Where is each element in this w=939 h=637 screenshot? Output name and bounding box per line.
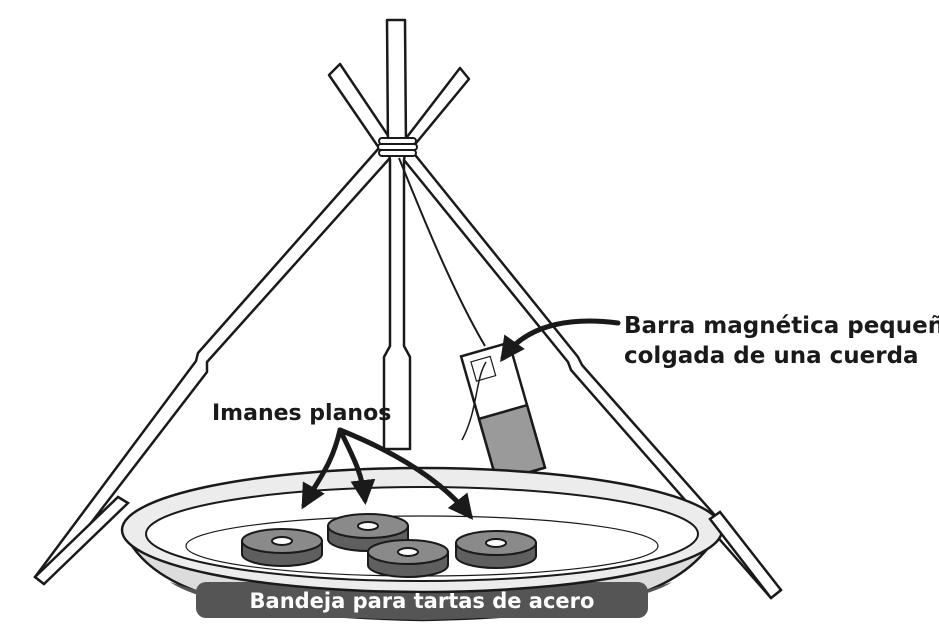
arrow-to-flat-magnet-2 bbox=[337, 427, 376, 505]
tripod-right-foot bbox=[708, 510, 783, 600]
tripod-rope-tie bbox=[377, 137, 418, 157]
arrow-to-flat-magnet-1 bbox=[301, 427, 343, 510]
tripod-left-foot bbox=[33, 495, 131, 586]
flat-magnet-3 bbox=[367, 539, 449, 578]
flat-magnet-2 bbox=[327, 513, 409, 552]
label-pie-pan: Bandeja para tartas de acero bbox=[250, 589, 595, 613]
flat-magnet-1 bbox=[241, 528, 323, 567]
bar-magnet bbox=[459, 341, 547, 483]
hanging-string bbox=[398, 157, 486, 347]
label-bar-magnet-line1: Barra magnética pequeña bbox=[624, 313, 939, 339]
tripod-left-stick bbox=[33, 62, 397, 586]
string-tail bbox=[461, 361, 487, 441]
arrow-to-flat-magnet-4 bbox=[337, 427, 474, 520]
tripod-center-stick bbox=[382, 18, 412, 451]
flat-magnet-4 bbox=[455, 530, 537, 569]
flat-magnets bbox=[241, 513, 537, 578]
arrows bbox=[301, 318, 621, 520]
label-bar-magnet-line2: colgada de una cuerda bbox=[624, 343, 919, 369]
pie-pan-band-plate bbox=[196, 582, 648, 618]
label-flat-magnets: Imanes planos bbox=[212, 401, 391, 426]
arrow-to-bar-magnet bbox=[500, 318, 621, 363]
